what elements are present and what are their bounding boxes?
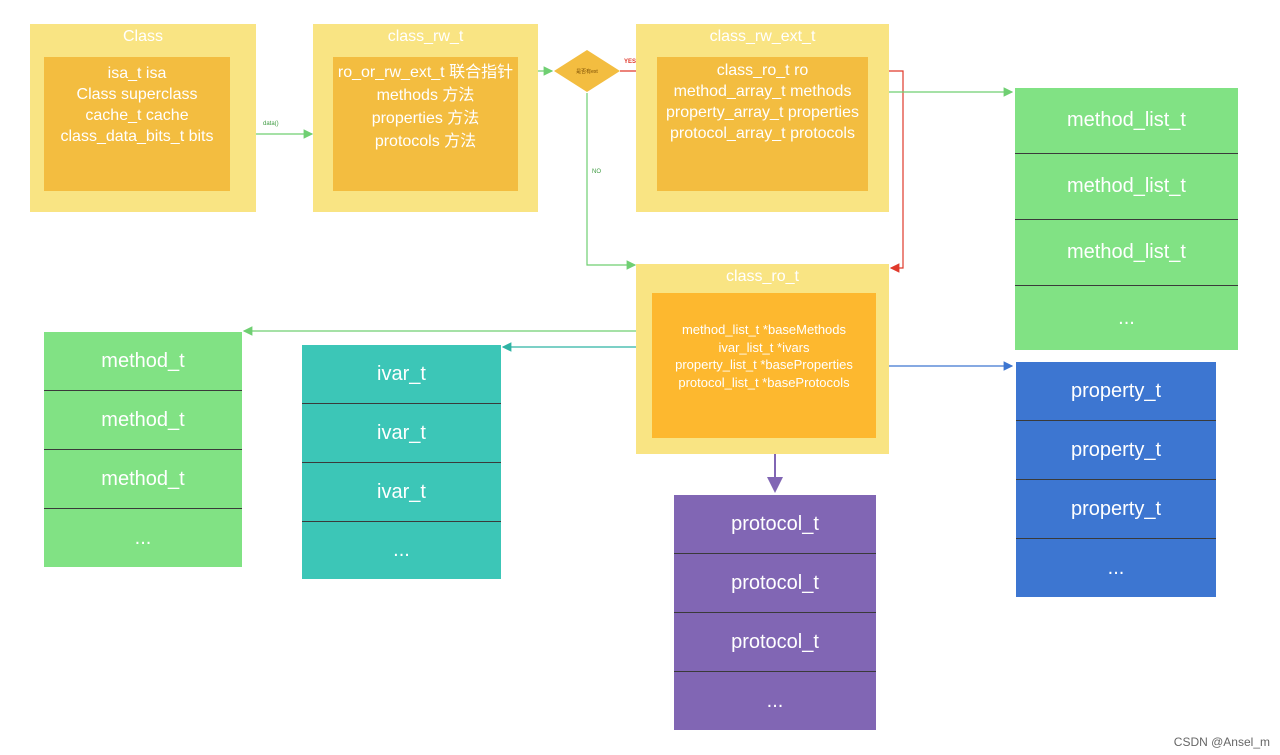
rw-ext-field: method_array_t methods bbox=[673, 83, 852, 100]
data-edge-label: data() bbox=[263, 121, 279, 127]
property-cell: property_t bbox=[1016, 421, 1216, 480]
class-rw-fields: ro_or_rw_ext_t 联合指针 methods 方法 propertie… bbox=[333, 57, 518, 191]
ro-field: property_list_t *baseProperties bbox=[675, 357, 853, 372]
rw-field: methods 方法 bbox=[376, 87, 475, 104]
ivar-cell: ivar_t bbox=[302, 463, 501, 522]
class-field: Class superclass bbox=[76, 86, 198, 103]
watermark: CSDN @Ansel_m bbox=[1173, 735, 1270, 749]
property-cell: property_t bbox=[1016, 362, 1216, 421]
protocol-cell: protocol_t bbox=[674, 613, 876, 672]
property-stack: property_t property_t property_t ... bbox=[1016, 362, 1216, 597]
protocol-stack: protocol_t protocol_t protocol_t ... bbox=[674, 495, 876, 730]
method-cell: ... bbox=[44, 509, 242, 567]
class-ro-title: class_ro_t bbox=[726, 268, 799, 285]
protocol-cell: protocol_t bbox=[674, 554, 876, 613]
ro-field: ivar_list_t *ivars bbox=[718, 339, 810, 355]
class-title: Class bbox=[122, 28, 163, 45]
class-rw-title: class_rw_t bbox=[387, 28, 464, 45]
decision-diamond bbox=[554, 50, 620, 92]
method-list-cell: method_list_t bbox=[1015, 88, 1238, 154]
property-cell: ... bbox=[1016, 539, 1216, 597]
yes-label: YES bbox=[624, 59, 637, 65]
rw-field: ro_or_rw_ext_t 联合指针 bbox=[337, 64, 514, 81]
ro-field: method_list_t *baseMethods bbox=[681, 322, 847, 337]
class-ro-box: class_ro_t method_list_t *baseMethods iv… bbox=[636, 264, 889, 454]
method-list-cell: method_list_t bbox=[1015, 154, 1238, 220]
method-cell: method_t bbox=[44, 391, 242, 450]
method-stack: method_t method_t method_t ... bbox=[44, 332, 242, 567]
method-cell: method_t bbox=[44, 332, 242, 391]
decision-label: 是否有ext bbox=[576, 69, 598, 75]
method-list-stack: method_list_t method_list_t method_list_… bbox=[1015, 88, 1238, 350]
class-box: Class isa_t isa Class superclass cache_t… bbox=[30, 24, 256, 212]
rw-ext-field: protocol_array_t protocols bbox=[670, 125, 855, 142]
method-list-cell: ... bbox=[1015, 286, 1238, 350]
ivar-cell: ivar_t bbox=[302, 345, 501, 404]
arrow-decision-no bbox=[586, 93, 637, 270]
no-label: NO bbox=[592, 169, 601, 175]
ivar-cell: ivar_t bbox=[302, 404, 501, 463]
protocol-cell: protocol_t bbox=[674, 495, 876, 554]
method-list-cell: method_list_t bbox=[1015, 220, 1238, 286]
class-rw-ext-fields: class_ro_t ro method_array_t methods pro… bbox=[657, 57, 868, 191]
ivar-cell: ... bbox=[302, 522, 501, 579]
class-ro-fields: method_list_t *baseMethods ivar_list_t *… bbox=[652, 293, 876, 438]
property-cell: property_t bbox=[1016, 480, 1216, 539]
protocol-cell: ... bbox=[674, 672, 876, 730]
rw-field: properties 方法 bbox=[371, 110, 480, 127]
class-fields: isa_t isa Class superclass cache_t cache… bbox=[44, 57, 230, 191]
class-rw-ext-title: class_rw_ext_t bbox=[709, 28, 816, 45]
rw-ext-field: property_array_t properties bbox=[666, 104, 859, 121]
ro-field: protocol_list_t *baseProtocols bbox=[678, 374, 850, 390]
method-cell: method_t bbox=[44, 450, 242, 509]
rw-field: protocols 方法 bbox=[374, 133, 477, 150]
class-field: isa_t isa bbox=[107, 65, 167, 82]
class-rw-ext-box: class_rw_ext_t class_ro_t ro method_arra… bbox=[636, 24, 889, 212]
class-field: cache_t cache bbox=[85, 107, 189, 124]
class-rw-box: class_rw_t ro_or_rw_ext_t 联合指针 methods 方… bbox=[313, 24, 538, 212]
ivar-stack: ivar_t ivar_t ivar_t ... bbox=[302, 345, 501, 579]
rw-ext-field: class_ro_t ro bbox=[716, 62, 809, 79]
class-field: class_data_bits_t bits bbox=[60, 128, 214, 145]
